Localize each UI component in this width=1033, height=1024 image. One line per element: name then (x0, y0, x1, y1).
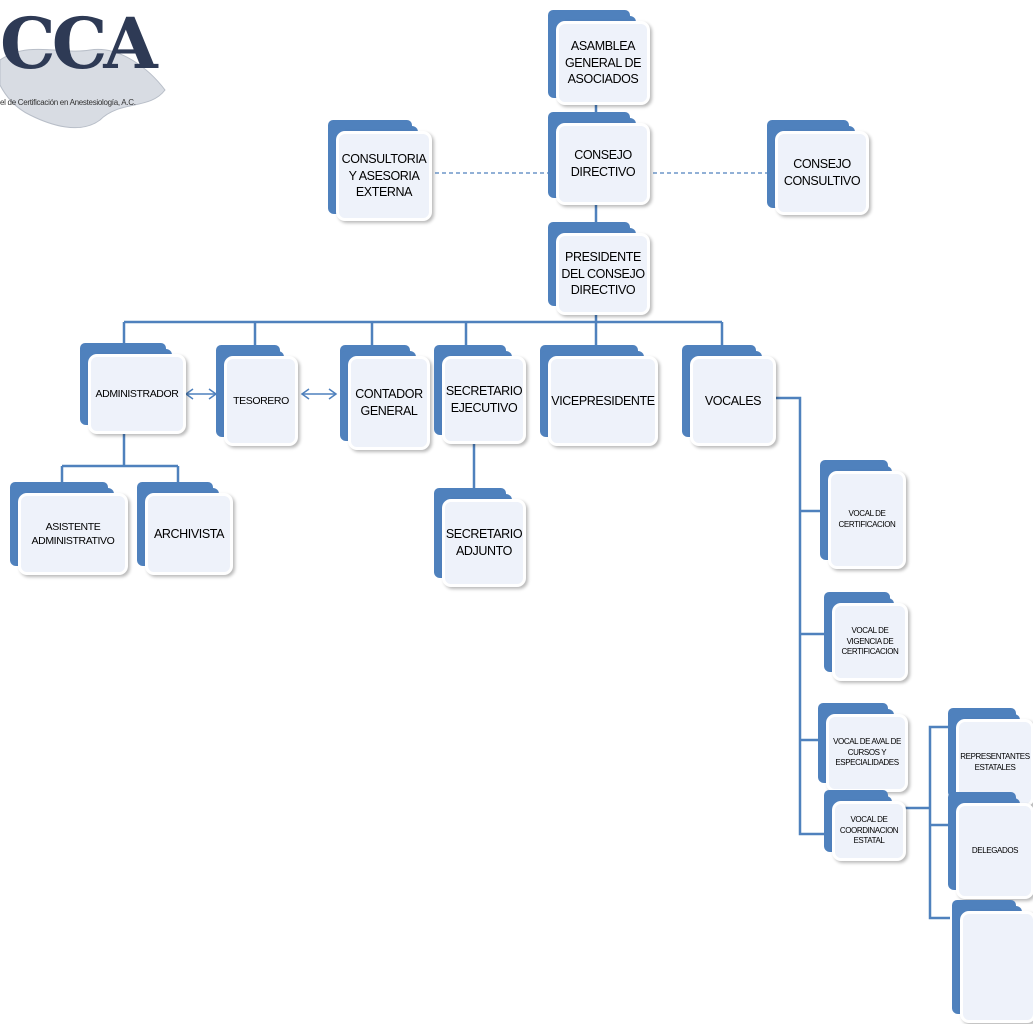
node-delegados: DELEGADOS (948, 792, 1033, 899)
node-tesorero: TESORERO (216, 345, 298, 446)
node-asistente: ASISTENTE ADMINISTRATIVO (10, 482, 128, 575)
node-asamblea: ASAMBLEA GENERAL DE ASOCIADOS (548, 10, 650, 105)
node-consejo-directivo: CONSEJO DIRECTIVO (548, 112, 650, 206)
logo-letters: CCA (0, 2, 158, 85)
node-vocal-coordinacion: VOCAL DE COORDINACION ESTATAL (824, 790, 906, 861)
logo-subtitle: el de Certificación en Anestesiología, A… (0, 98, 136, 107)
node-secretario-ejecutivo: SECRETARIO EJECUTIVO (434, 345, 526, 444)
node-vocal-vigencia: VOCAL DE VIGENCIA DE CERTIFICACION (824, 592, 908, 681)
node-blank (952, 900, 1033, 1024)
connector-vocales-trunk (770, 396, 825, 836)
node-vicepresidente: VICEPRESIDENTE (540, 345, 658, 446)
node-contador: CONTADOR GENERAL (340, 345, 430, 450)
node-vocal-certificacion: VOCAL DE CERTIFICACION (820, 460, 906, 569)
node-vocal-aval: VOCAL DE AVAL DE CURSOS Y ESPECIALIDADES (818, 703, 908, 792)
node-archivista: ARCHIVISTA (137, 482, 233, 575)
connector-coordinacion-trunk (928, 725, 950, 920)
logo-map-icon (0, 48, 166, 129)
node-presidente: PRESIDENTE DEL CONSEJO DIRECTIVO (548, 222, 650, 315)
node-administrador: ADMINISTRADOR (80, 343, 186, 434)
node-consultoria: CONSULTORIA Y ASESORIA EXTERNA (328, 120, 432, 222)
node-vocales: VOCALES (682, 345, 776, 446)
node-consejo-consultivo: CONSEJO CONSULTIVO (767, 120, 869, 216)
node-secretario-adjunto: SECRETARIO ADJUNTO (434, 488, 526, 587)
organization-logo: CCA el de Certificación en Anestesiologí… (0, 0, 175, 140)
